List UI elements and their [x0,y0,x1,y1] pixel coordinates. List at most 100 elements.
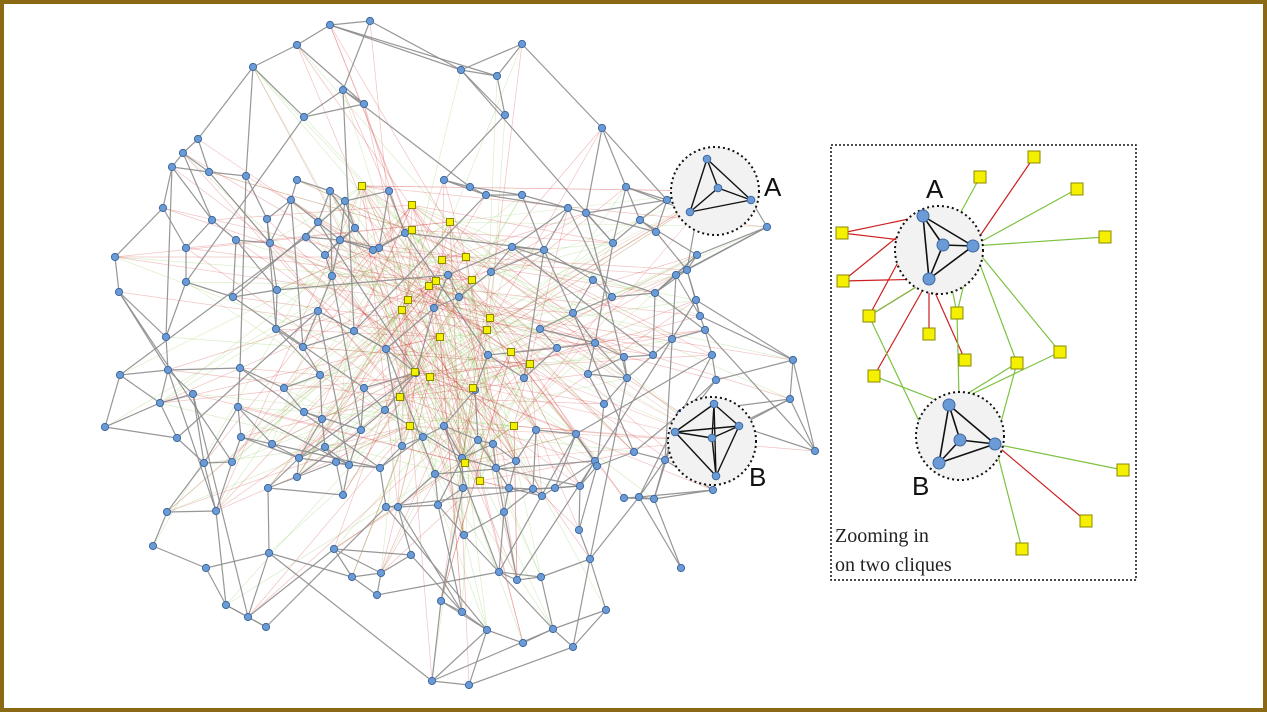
attribute-square [358,182,366,190]
faint-edge [182,152,481,482]
faint-edge [305,236,488,331]
gray-edge [578,485,581,531]
faint-edge [237,406,515,427]
gray-edge [397,473,436,508]
gray-edge [237,367,241,408]
gray-edge [458,271,492,298]
gray-edge [276,274,449,291]
gray-edge [245,66,254,177]
faint-edge [486,299,697,331]
network-node [574,525,584,535]
gray-edge [655,199,668,233]
gray-edge [302,346,321,376]
network-node [517,39,527,49]
zoom-attribute-square [1116,463,1130,477]
gray-edge [485,194,569,209]
gray-edge [572,558,591,648]
zoom-attribute-square [1053,345,1067,359]
gray-edge [185,281,234,298]
network-node [267,439,277,449]
gray-edge [486,629,524,644]
network-node [292,472,302,482]
network-node [581,208,591,218]
faint-edge [335,387,474,463]
faint-edge [380,480,481,574]
network-node [459,530,469,540]
faint-edge [166,280,437,513]
faint-edge [267,309,403,489]
faint-edge [429,376,577,435]
gray-edge [232,289,278,298]
faint-edge [414,371,713,442]
gray-edge [317,275,333,312]
network-node [344,460,354,470]
network-node [552,343,562,353]
gray-edge [351,576,378,596]
gray-edge [654,269,688,294]
faint-edge [510,254,698,353]
faint-edge [401,229,413,447]
clique-b-edge [711,437,717,477]
gray-edge [252,44,298,68]
network-node [519,373,529,383]
gray-edge [487,347,558,356]
faint-edge [513,296,613,427]
faint-edge [399,315,701,398]
faint-edge [435,280,713,442]
gray-edge [165,281,187,338]
clique-b-edge [674,431,713,439]
faint-edge [185,247,437,282]
faint-edge [479,75,498,482]
gray-edge [589,496,640,560]
gray-edge [443,425,500,573]
faint-edge [414,371,465,536]
network-node [550,483,560,493]
gray-edge [511,246,656,294]
gray-edge [575,354,713,435]
gray-edge [104,426,178,439]
faint-edge [290,199,430,287]
network-node [454,292,464,302]
gray-edge [539,328,596,344]
clique-a-edge [706,158,719,189]
faint-edge [441,179,445,261]
faint-edge [215,309,403,512]
network-node [531,425,541,435]
faint-edge [440,351,512,602]
faint-edge [321,280,437,420]
zoom-clique-b-node [988,437,1002,451]
gray-edge [317,310,350,466]
faint-edge [471,279,494,445]
gray-edge [182,152,213,221]
faint-edge [159,363,531,404]
gray-edge [638,496,682,569]
gray-edge [321,418,326,448]
faint-edge [369,20,411,427]
gray-edge [521,194,545,251]
clique-a-node [713,183,723,193]
faint-edge [401,69,462,311]
gray-edge [378,190,390,249]
faint-edge [471,279,476,391]
gray-edge [585,212,657,233]
network-node [590,338,600,348]
gray-edge [579,465,598,487]
faint-edge [351,376,431,578]
gray-edge [152,545,207,569]
gray-edge [252,66,305,118]
faint-edge [486,274,677,331]
network-node [231,235,241,245]
faint-edge [114,221,451,258]
gray-edge [511,246,654,356]
faint-edge [439,190,716,338]
network-node [114,287,124,297]
network-node [691,295,701,305]
zoom-clique-b-edge [938,404,950,464]
faint-edge [298,299,409,459]
network-node [263,483,273,493]
faint-edge [197,138,531,365]
clique-a-edge [689,199,752,213]
gray-edge [460,43,523,71]
gray-edge [589,558,607,611]
faint-edge [397,317,491,508]
